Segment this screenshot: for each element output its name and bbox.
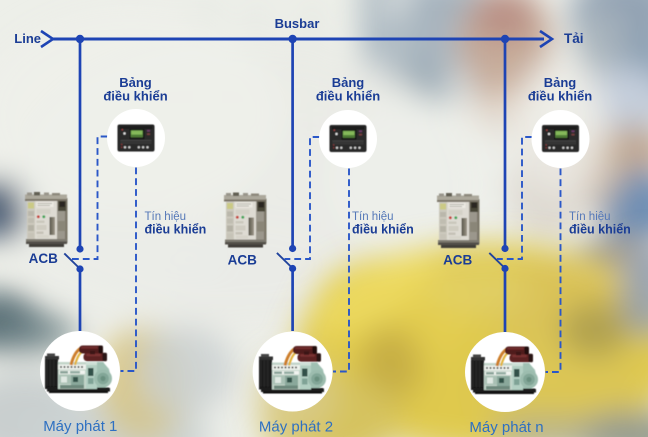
svg-text:điều khiển: điều khiển <box>145 223 207 237</box>
svg-text:Tải: Tải <box>564 31 584 46</box>
svg-text:Busbar: Busbar <box>275 16 320 31</box>
svg-text:điều khiển: điều khiển <box>352 223 414 237</box>
svg-text:Máy phát 1: Máy phát 1 <box>43 418 117 435</box>
svg-text:Tín hiệu: Tín hiệu <box>569 211 611 223</box>
svg-text:Máy phát 2: Máy phát 2 <box>259 419 333 436</box>
svg-text:Tín hiệu: Tín hiệu <box>352 211 394 223</box>
svg-text:ACB: ACB <box>29 251 58 266</box>
svg-text:Bảng: Bảng <box>332 75 365 90</box>
svg-text:Tín hiệu: Tín hiệu <box>145 211 187 223</box>
svg-text:Bảng: Bảng <box>119 75 152 90</box>
svg-text:Line: Line <box>14 31 41 46</box>
svg-text:Máy phát n: Máy phát n <box>469 419 543 436</box>
svg-text:điều khiển: điều khiển <box>103 89 167 104</box>
svg-text:điều khiển: điều khiển <box>316 89 380 104</box>
svg-text:điều khiển: điều khiển <box>528 89 592 104</box>
svg-text:ACB: ACB <box>443 253 472 268</box>
svg-text:Bảng: Bảng <box>544 75 577 90</box>
svg-text:điều khiển: điều khiển <box>569 223 631 237</box>
svg-text:ACB: ACB <box>228 253 257 268</box>
